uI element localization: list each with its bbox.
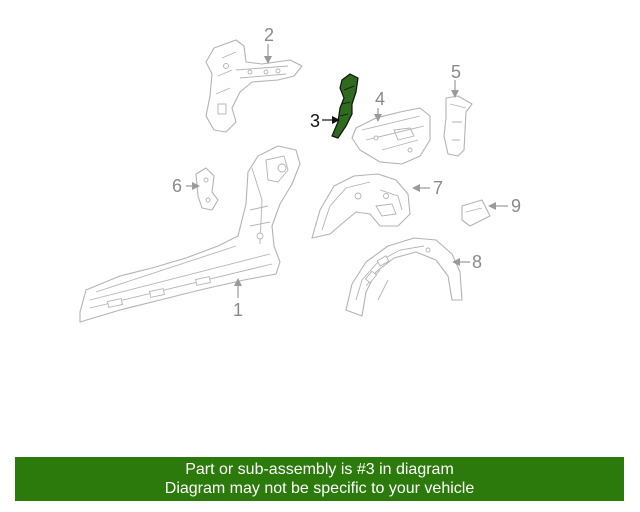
callout-4[interactable]: 4 bbox=[375, 89, 385, 109]
callout-1[interactable]: 1 bbox=[233, 300, 243, 320]
callout-5[interactable]: 5 bbox=[451, 62, 461, 82]
part-1-body-side-panel[interactable] bbox=[79, 145, 301, 323]
part-2-quarter-inner-panel[interactable] bbox=[205, 39, 303, 133]
banner-line-disclaimer: Diagram may not be specific to your vehi… bbox=[164, 480, 475, 497]
callout-2[interactable]: 2 bbox=[264, 25, 274, 45]
part-9-patch-plate[interactable] bbox=[461, 199, 491, 227]
callout-8[interactable]: 8 bbox=[472, 252, 482, 272]
diagram-notice-banner: Part or sub-assembly is #3 in diagram Di… bbox=[15, 457, 624, 501]
banner-line-part-info: Part or sub-assembly is #3 in diagram bbox=[185, 461, 454, 478]
callout-9[interactable]: 9 bbox=[511, 196, 521, 216]
callout-6[interactable]: 6 bbox=[172, 176, 182, 196]
part-7-inner-wheelhouse[interactable] bbox=[311, 173, 411, 239]
callout-leaders bbox=[186, 44, 508, 298]
part-5-pillar-bracket[interactable] bbox=[443, 95, 473, 157]
callout-7[interactable]: 7 bbox=[433, 178, 443, 198]
callout-3[interactable]: 3 bbox=[310, 111, 320, 131]
part-4-wheelhouse-upper[interactable] bbox=[351, 107, 431, 165]
callout-numbers: 1 2 3 4 5 6 7 8 9 bbox=[172, 25, 521, 320]
part-3-reinforcement-highlighted[interactable] bbox=[331, 73, 359, 139]
parts-diagram: 1 2 3 4 5 6 7 8 9 bbox=[79, 25, 521, 323]
part-8-wheelhouse-arch[interactable] bbox=[345, 237, 463, 317]
part-6-bracket[interactable] bbox=[195, 167, 219, 211]
